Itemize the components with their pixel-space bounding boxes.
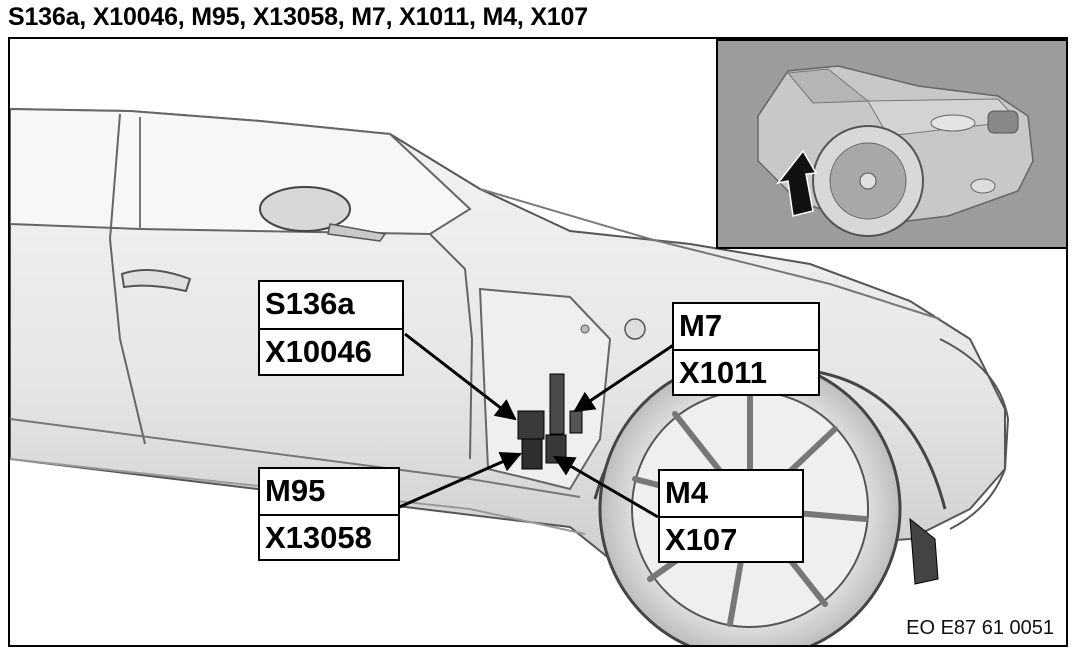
inset-grille: [987, 110, 1019, 134]
callout-label-top: M7: [679, 308, 723, 343]
fender-bolt: [624, 318, 646, 340]
connector-x1011: [569, 410, 583, 434]
door-seam-front: [429, 233, 474, 460]
callout-label-bottom: X13058: [260, 514, 398, 559]
page-title: S136a, X10046, M95, X13058, M7, X1011, M…: [8, 3, 588, 31]
callout-m95-x13058: M95 X13058: [258, 467, 400, 561]
hood-line: [479, 188, 941, 320]
leader-s136a: [404, 332, 517, 421]
inset-location-arrow: [776, 149, 818, 217]
connector-m95: [521, 438, 543, 470]
front-bumper: [939, 338, 1010, 530]
leader-m7: [573, 342, 676, 413]
door-seam-rear: [108, 113, 146, 445]
car-illustration: [10, 107, 1010, 645]
callout-m4-x107: M4 X107: [658, 469, 804, 563]
callout-label-bottom: X107: [660, 516, 802, 561]
callout-label-top: S136a: [265, 286, 355, 321]
callout-label-top: M95: [265, 473, 326, 508]
inset-hub: [859, 172, 877, 190]
side-sill: [10, 418, 581, 498]
leader-m4: [553, 455, 659, 519]
side-window: [10, 107, 472, 236]
callout-label-bottom: X10046: [260, 328, 402, 374]
door-handle: [120, 269, 192, 293]
figure-code: EO E87 61 0051: [906, 617, 1054, 639]
side-mirror: [259, 186, 351, 232]
callout-s136a-x10046: S136a X10046: [258, 280, 404, 376]
callout-label-top: M4: [665, 475, 709, 510]
fender-hole: [580, 324, 590, 334]
inset-headlight: [930, 114, 976, 132]
connector-m7: [549, 373, 565, 435]
inset-car-illustration: [757, 65, 1034, 237]
fender-opening: [478, 287, 612, 491]
inset-view: [716, 39, 1066, 249]
leader-m95: [394, 452, 522, 511]
connector-s136a: [517, 410, 545, 440]
inset-fog-light: [970, 178, 996, 194]
callout-label-bottom: X1011: [674, 349, 818, 394]
side-sill-lower: [10, 458, 586, 535]
diagram-frame: S136a X10046 M7 X1011 M95 X13058 M4 X107…: [8, 37, 1068, 647]
callout-m7-x1011: M7 X1011: [672, 302, 820, 396]
mud-flap: [909, 517, 939, 585]
mirror-base: [327, 223, 387, 242]
